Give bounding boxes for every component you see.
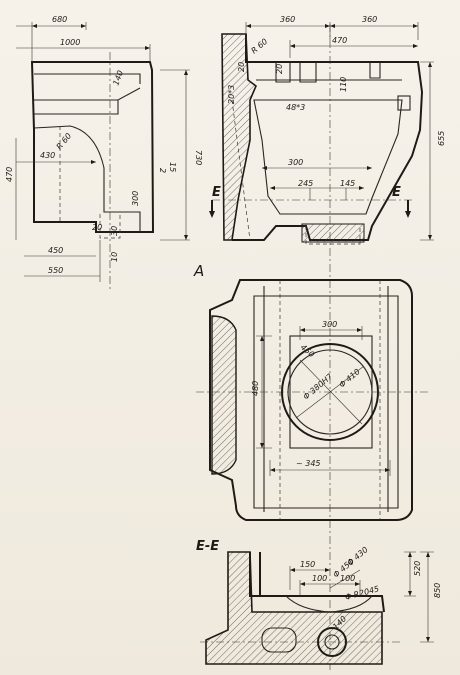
dim-450: 450 bbox=[48, 246, 63, 255]
section-bore-arc bbox=[285, 595, 373, 613]
dim-480: 480 bbox=[251, 381, 260, 396]
front-view-top-slots bbox=[256, 62, 402, 83]
dim-20a: 20 bbox=[237, 62, 246, 72]
dim-450: 450 bbox=[299, 343, 316, 360]
dim-100a: 100 bbox=[312, 574, 327, 583]
front-view-dim-lines bbox=[245, 22, 434, 241]
dim-300: 300 bbox=[288, 158, 303, 167]
section-slot bbox=[261, 627, 297, 653]
top-view-inner bbox=[253, 286, 399, 512]
front-view-cavity bbox=[253, 99, 403, 215]
dim-850: 850 bbox=[433, 583, 442, 598]
dim-15: 15 bbox=[168, 162, 177, 172]
section-label-right: E bbox=[392, 185, 401, 200]
front-view-outline bbox=[232, 34, 424, 241]
section-outline bbox=[249, 552, 385, 613]
side-view-profile bbox=[33, 125, 141, 232]
top-view-hidden bbox=[279, 280, 381, 520]
dim-360-right: 360 bbox=[362, 15, 377, 24]
dim-30: 30 bbox=[110, 226, 119, 236]
dim-100b: 100 bbox=[340, 574, 355, 583]
side-view: 680 1000 140 730 R 60 430 2 15 470 300 3… bbox=[5, 15, 203, 290]
section-label-left: E bbox=[212, 185, 221, 200]
dim-245: 245 bbox=[298, 179, 313, 188]
side-view-outline bbox=[30, 61, 155, 233]
dim-48x3: 48*3 bbox=[286, 103, 305, 112]
dim-140: 140 bbox=[111, 69, 125, 86]
view-a-label: A bbox=[193, 262, 204, 280]
section-title: E-E bbox=[196, 539, 219, 554]
side-view-inner-rib bbox=[34, 73, 141, 115]
dim-145: 145 bbox=[340, 179, 355, 188]
dim-430: 430 bbox=[40, 151, 55, 160]
dim-r60: R 60 bbox=[55, 131, 74, 151]
dim-550: 550 bbox=[48, 266, 63, 275]
dim-1000: 1000 bbox=[60, 38, 80, 47]
dia-r2045: Φ R2045 bbox=[344, 584, 380, 602]
front-view-base-pad bbox=[301, 223, 365, 243]
side-view-hidden bbox=[59, 126, 121, 239]
dim-20: 20 bbox=[92, 223, 102, 232]
dim-300: 300 bbox=[322, 320, 337, 329]
dim-730: 730 bbox=[194, 150, 203, 165]
top-view-dim-lines bbox=[256, 326, 391, 476]
dim-300: 300 bbox=[131, 191, 140, 206]
top-view-outline bbox=[209, 279, 413, 521]
front-view-hidden bbox=[231, 99, 361, 245]
dim-20b: 20 bbox=[275, 64, 284, 74]
dim-110: 110 bbox=[339, 77, 348, 92]
dim-680: 680 bbox=[52, 15, 67, 24]
dim-10: 10 bbox=[110, 252, 119, 262]
front-view-boss bbox=[397, 95, 411, 111]
dia-410: Φ 410 bbox=[338, 367, 362, 389]
dim-345: ~ 345 bbox=[296, 459, 321, 468]
front-view: 360 360 470 R 60 20 20 20*3 48*3 110 655… bbox=[209, 15, 446, 670]
dim-150: 150 bbox=[300, 560, 315, 569]
dim-r60: R 60 bbox=[250, 37, 270, 56]
dim-20x3: 20*3 bbox=[227, 85, 236, 104]
dim-655: 655 bbox=[437, 131, 446, 146]
top-view: 300 480 ~ 345 450 Φ 410 Φ 380H7 bbox=[196, 279, 430, 521]
dim-360-left: 360 bbox=[280, 15, 295, 24]
dim-470: 470 bbox=[5, 167, 14, 182]
dim-2: 2 bbox=[158, 168, 167, 173]
top-view-flange bbox=[211, 315, 237, 475]
section-view: E-E 150 100 100 Φ 430 Φ 450 Φ R2045 520 … bbox=[196, 539, 442, 665]
dim-470: 470 bbox=[332, 36, 347, 45]
dim-520: 520 bbox=[413, 561, 422, 576]
